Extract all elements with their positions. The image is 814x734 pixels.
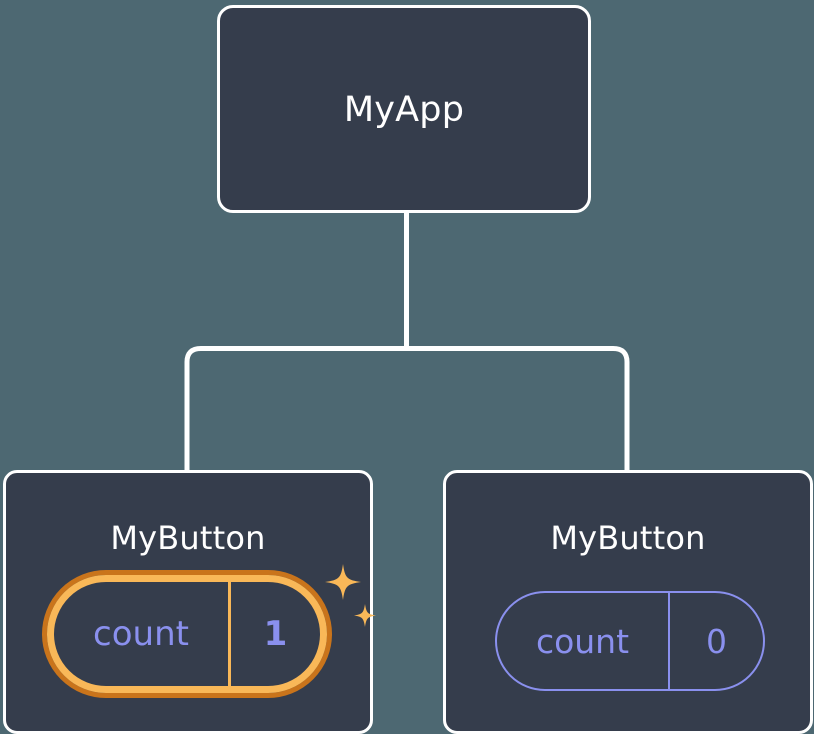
state-pill-left-highlighted[interactable]: count 1 [42,570,332,698]
state-pill-right-key: count [535,621,630,661]
node-mybutton-right[interactable]: MyButton count 0 [443,470,813,734]
state-pill-left-value: 1 [228,582,320,686]
node-myapp[interactable]: MyApp [217,5,591,213]
state-pill-right-value: 0 [668,593,763,689]
state-pill-left-ring: count 1 [47,575,327,693]
node-mybutton-right-title: MyButton [550,519,706,557]
state-pill-left-key: count [93,614,189,654]
state-pill-right[interactable]: count 0 [495,591,765,691]
node-mybutton-left-title: MyButton [110,519,266,557]
node-myapp-title: MyApp [343,90,465,130]
connector-children-bus [184,346,630,470]
